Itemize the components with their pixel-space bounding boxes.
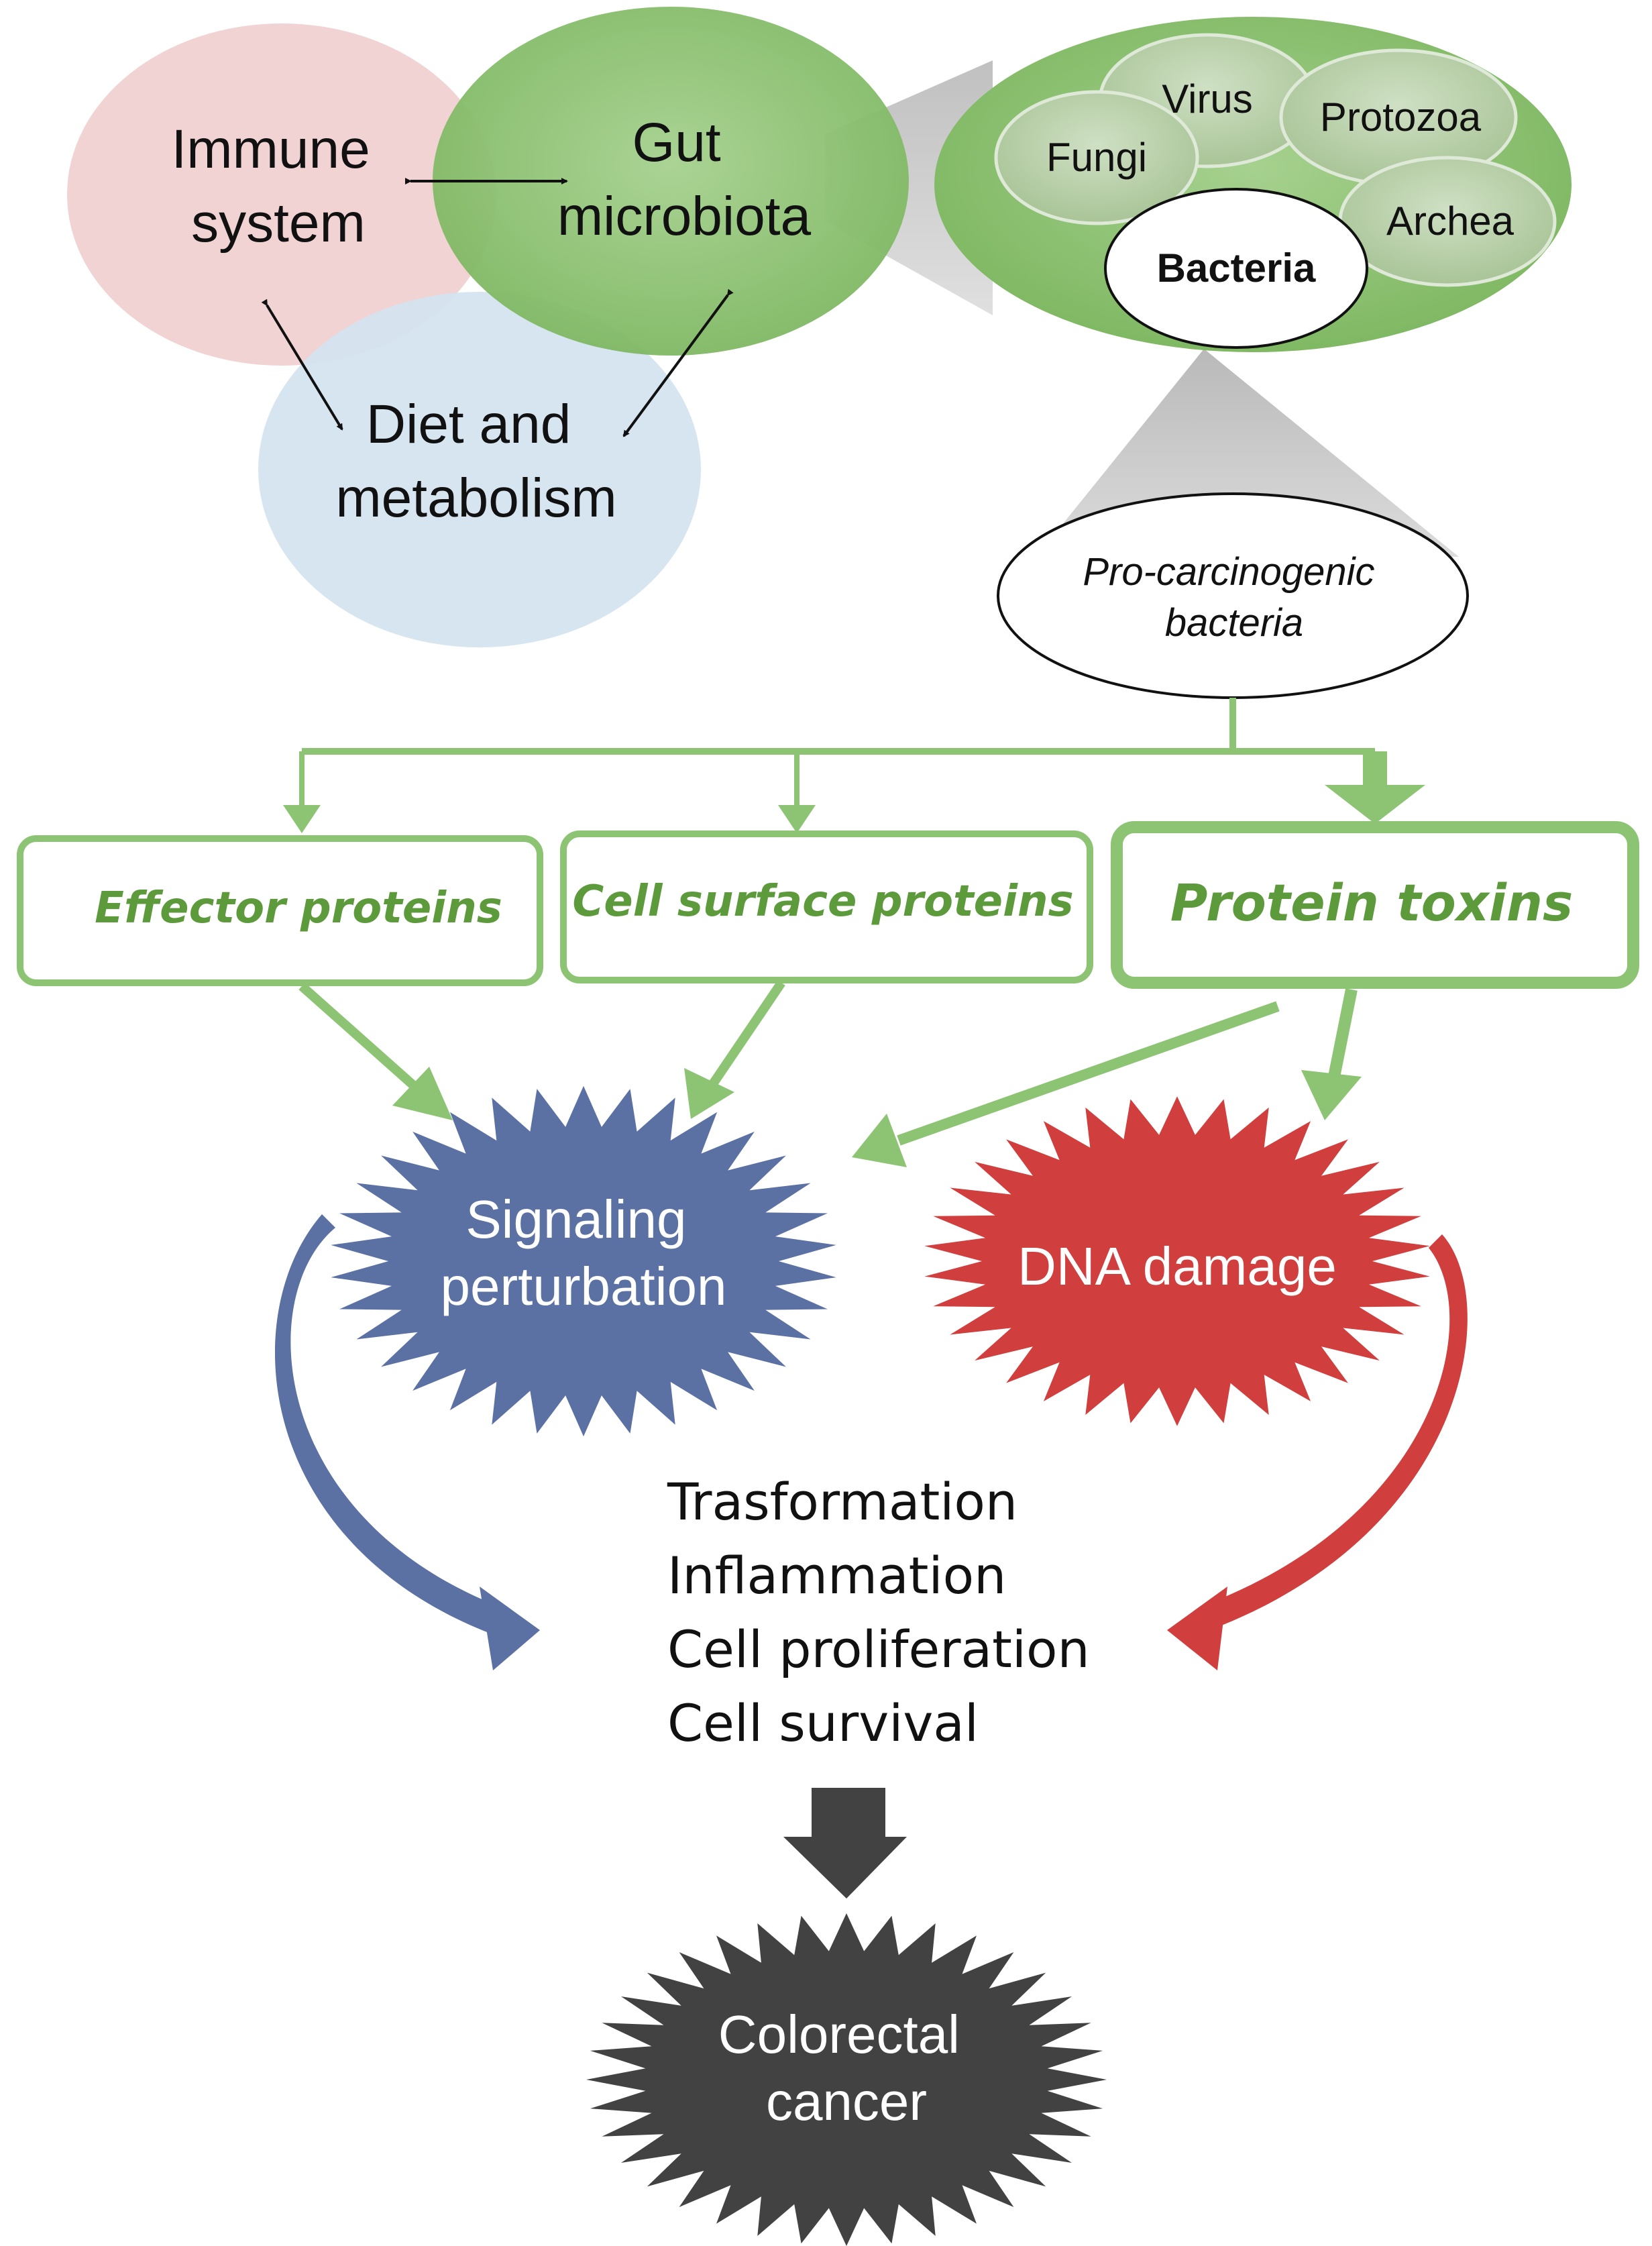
immune-diet-arrow bbox=[261, 299, 343, 431]
dna-damage-label: DNA damage bbox=[1017, 1236, 1337, 1296]
outcome-item: Trasformation bbox=[667, 1472, 1017, 1532]
box-to-star-arrows bbox=[298, 980, 1362, 1167]
pro-carcinogenic-label: Pro-carcinogenic bacteria bbox=[1083, 550, 1385, 645]
effector-proteins-label: Effector proteins bbox=[95, 884, 502, 933]
bacteria-label: Bacteria bbox=[1157, 246, 1316, 290]
colorectal-cancer-label: Colorectal cancer bbox=[718, 2004, 975, 2131]
protein-boxes: Effector proteins Cell surface proteins … bbox=[17, 821, 1639, 989]
gut-label: Gut microbiota bbox=[557, 112, 812, 247]
protein-toxins-box bbox=[1111, 821, 1639, 989]
curved-arrows bbox=[274, 1214, 1468, 1670]
outcome-item: Cell proliferation bbox=[667, 1619, 1090, 1679]
dna-damage-star bbox=[924, 1096, 1430, 1426]
virus-label: Virus bbox=[1162, 76, 1253, 121]
green-connectors bbox=[299, 698, 1387, 805]
diet-metabolism-circle bbox=[258, 292, 701, 647]
pro-carcinogenic-group: Pro-carcinogenic bacteria bbox=[997, 492, 1469, 699]
signaling-curved-arrow bbox=[274, 1214, 503, 1638]
effector-proteins-box bbox=[17, 835, 543, 986]
pro-carcinogenic-oval bbox=[997, 492, 1469, 699]
fungi-oval bbox=[994, 90, 1199, 225]
diet-label: Diet and metabolism bbox=[335, 394, 616, 529]
signaling-label: Signaling perturbation bbox=[441, 1189, 727, 1316]
protozoa-label: Protozoa bbox=[1320, 95, 1482, 140]
outcome-item: Cell survival bbox=[667, 1693, 979, 1753]
top-cluster: Immune system Gut microbiota Diet and me… bbox=[67, 7, 993, 647]
immune-system-circle bbox=[67, 23, 496, 366]
signaling-star bbox=[331, 1085, 836, 1437]
cell-surface-proteins-label: Cell surface proteins bbox=[572, 877, 1073, 926]
colorectal-cancer-star bbox=[586, 1913, 1107, 2246]
outcomes-list: Trasformation Inflammation Cell prolifer… bbox=[667, 1472, 1090, 1753]
immune-label: Immune system bbox=[171, 119, 385, 254]
dna-curved-arrow bbox=[1191, 1234, 1468, 1637]
cell-surface-proteins-box bbox=[560, 831, 1093, 983]
outcome-item: Inflammation bbox=[667, 1546, 1006, 1605]
gut-microbiota-circle bbox=[433, 7, 909, 356]
archea-label: Archea bbox=[1386, 199, 1515, 244]
bacteria-oval bbox=[1104, 188, 1368, 349]
protein-toxins-label: Protein toxins bbox=[1170, 873, 1574, 932]
microbes-group: Virus Protozoa Fungi Archea Bacteria bbox=[934, 17, 1572, 557]
green-connector-heads bbox=[283, 785, 1425, 833]
down-arrow bbox=[783, 1788, 907, 1899]
gut-diet-arrow bbox=[622, 288, 734, 437]
fungi-label: Fungi bbox=[1046, 135, 1147, 180]
